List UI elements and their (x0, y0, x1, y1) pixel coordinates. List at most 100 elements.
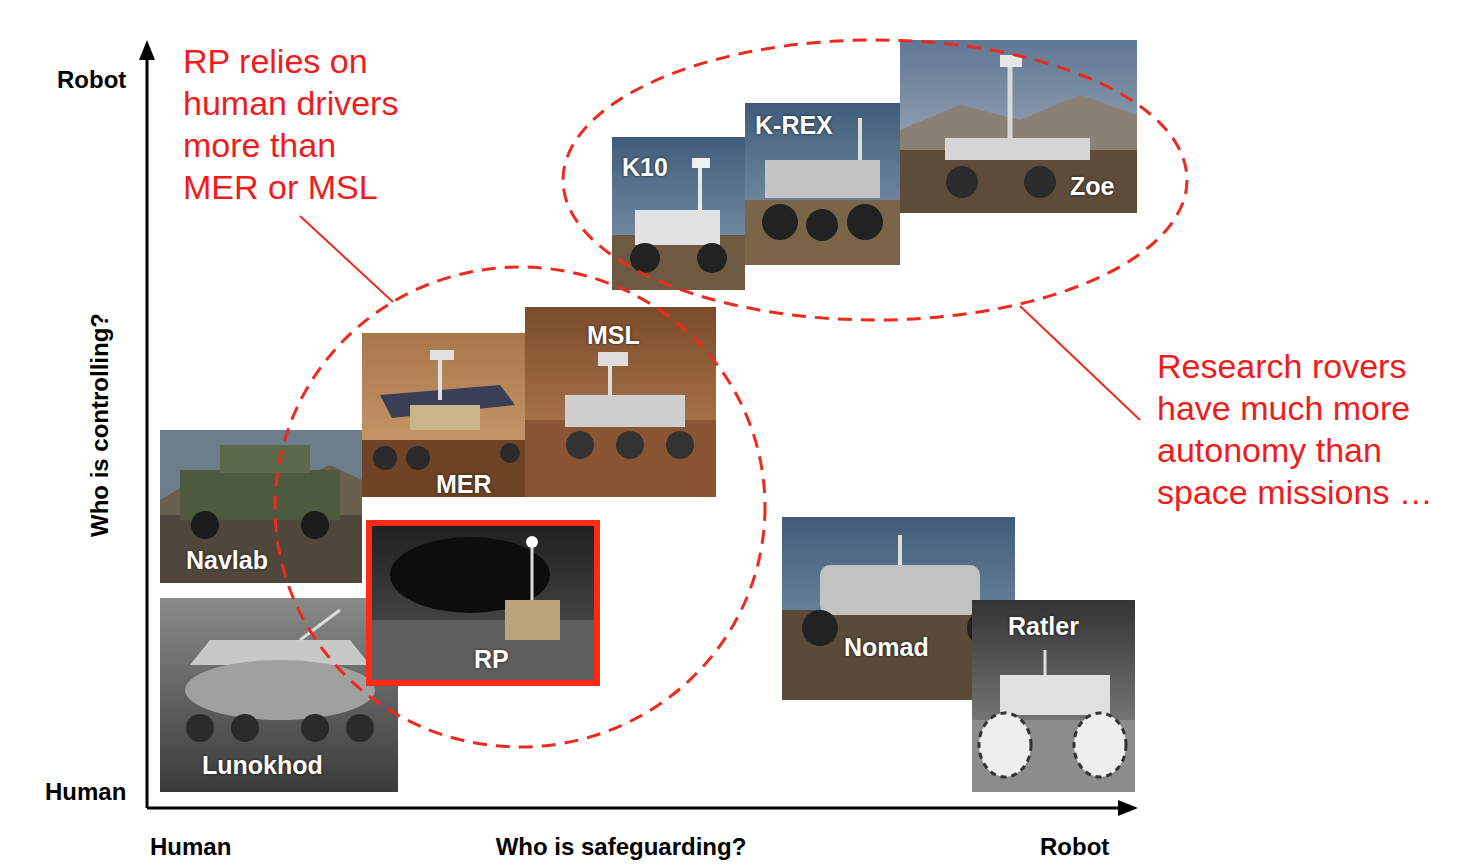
rp-photo (366, 520, 600, 686)
rp-photo (531, 548, 534, 600)
callout-note: Research rovers have much more autonomy … (1157, 345, 1452, 513)
krex-photo (762, 204, 798, 240)
msl-photo (565, 395, 685, 427)
msl-photo (525, 307, 716, 497)
axis-title: Who is controlling? (86, 313, 114, 537)
mer-photo (438, 358, 442, 400)
ratler-photo (1074, 713, 1126, 777)
lunokhod-photo (300, 610, 340, 640)
mer-photo (362, 333, 525, 497)
rover-label: Navlab (186, 548, 268, 573)
lunokhod-photo (160, 598, 398, 792)
leader-lines (300, 216, 393, 302)
k10-photo (692, 158, 710, 168)
krex-photo (847, 204, 883, 240)
rover-label: MER (436, 472, 492, 497)
rover-label: K10 (622, 155, 668, 180)
msl-photo (525, 420, 716, 497)
rover-label: Lunokhod (202, 753, 323, 778)
group-ellipses (275, 40, 1187, 747)
lunokhod-photo (160, 598, 398, 792)
axis-lines (1118, 800, 1138, 816)
navlab-photo (220, 445, 310, 473)
navlab-photo (191, 511, 219, 539)
mer-photo (362, 440, 525, 497)
ratler-photo (972, 600, 1135, 792)
rover-photo: Ratler (972, 600, 1135, 792)
rover-label: Zoe (1070, 174, 1114, 199)
zoe-photo (946, 166, 978, 198)
mer-photo (406, 446, 430, 470)
ratler-photo (1044, 650, 1047, 675)
rp-photo (366, 620, 600, 686)
axis-end-label: Robot (57, 66, 126, 94)
rover-label: K-REX (755, 113, 833, 138)
mer-photo (410, 405, 480, 430)
nomad-photo (802, 610, 838, 646)
lunokhod-photo (185, 660, 375, 720)
krex-photo (745, 103, 900, 265)
k10-photo (635, 210, 720, 245)
zoe-photo (1008, 62, 1013, 142)
k10-photo (612, 137, 745, 290)
nomad-photo (898, 535, 902, 565)
msl-photo (525, 307, 716, 497)
krex-photo (806, 209, 838, 241)
group-ellipses (275, 267, 765, 747)
rover-photo: K-REX (745, 103, 900, 265)
axis-lines (139, 40, 155, 60)
rover-label: MSL (587, 323, 640, 348)
axis-end-label: Robot (1040, 833, 1109, 861)
msl-photo (666, 431, 694, 459)
zoe-photo (900, 40, 1137, 213)
rp-photo (505, 600, 560, 640)
rp-photo (526, 536, 538, 548)
msl-photo (566, 431, 594, 459)
rover-photo: MER (362, 333, 525, 497)
rover-photo: K10 (612, 137, 745, 290)
rover-photo: Lunokhod (160, 598, 398, 792)
mer-photo (362, 333, 525, 497)
rover-photo: Navlab (160, 430, 362, 583)
navlab-photo (160, 430, 362, 583)
axis-lines (146, 58, 149, 808)
group-ellipses (563, 40, 1187, 320)
lunokhod-photo (346, 714, 374, 742)
krex-photo (745, 200, 900, 265)
krex-photo (765, 160, 880, 198)
k10-photo (697, 243, 727, 273)
axis-end-label: Human (45, 778, 126, 806)
nomad-photo (820, 565, 980, 615)
axis-lines (139, 40, 1138, 816)
rp-photo (369, 523, 597, 683)
navlab-photo (301, 511, 329, 539)
msl-photo (616, 431, 644, 459)
mer-photo (430, 350, 454, 360)
k10-photo (698, 165, 702, 210)
axis-lines (147, 807, 1120, 810)
msl-photo (598, 352, 628, 366)
ratler-photo (1000, 675, 1110, 715)
callout-note: RP relies on human drivers more than MER… (183, 40, 411, 208)
ratler-photo (972, 600, 1135, 792)
krex-photo (858, 118, 862, 160)
krex-photo (745, 103, 900, 265)
leader-lines (1020, 306, 1140, 420)
rover-label: RP (474, 647, 509, 672)
msl-photo (608, 362, 612, 395)
leader-lines (300, 216, 1140, 420)
axis-title: Who is safeguarding? (496, 833, 747, 861)
rover-photo: RP (366, 520, 600, 686)
rover-label: Nomad (844, 635, 929, 660)
rover-photo: Zoe (900, 40, 1137, 213)
navlab-photo (160, 515, 362, 583)
zoe-photo (1024, 166, 1056, 198)
rover-photo: Nomad (782, 517, 1015, 700)
rover-photo: MSL (525, 307, 716, 497)
lunokhod-photo (231, 714, 259, 742)
k10-photo (612, 137, 745, 290)
zoe-photo (945, 138, 1090, 160)
rover-label: Ratler (1008, 614, 1079, 639)
navlab-photo (160, 430, 362, 520)
